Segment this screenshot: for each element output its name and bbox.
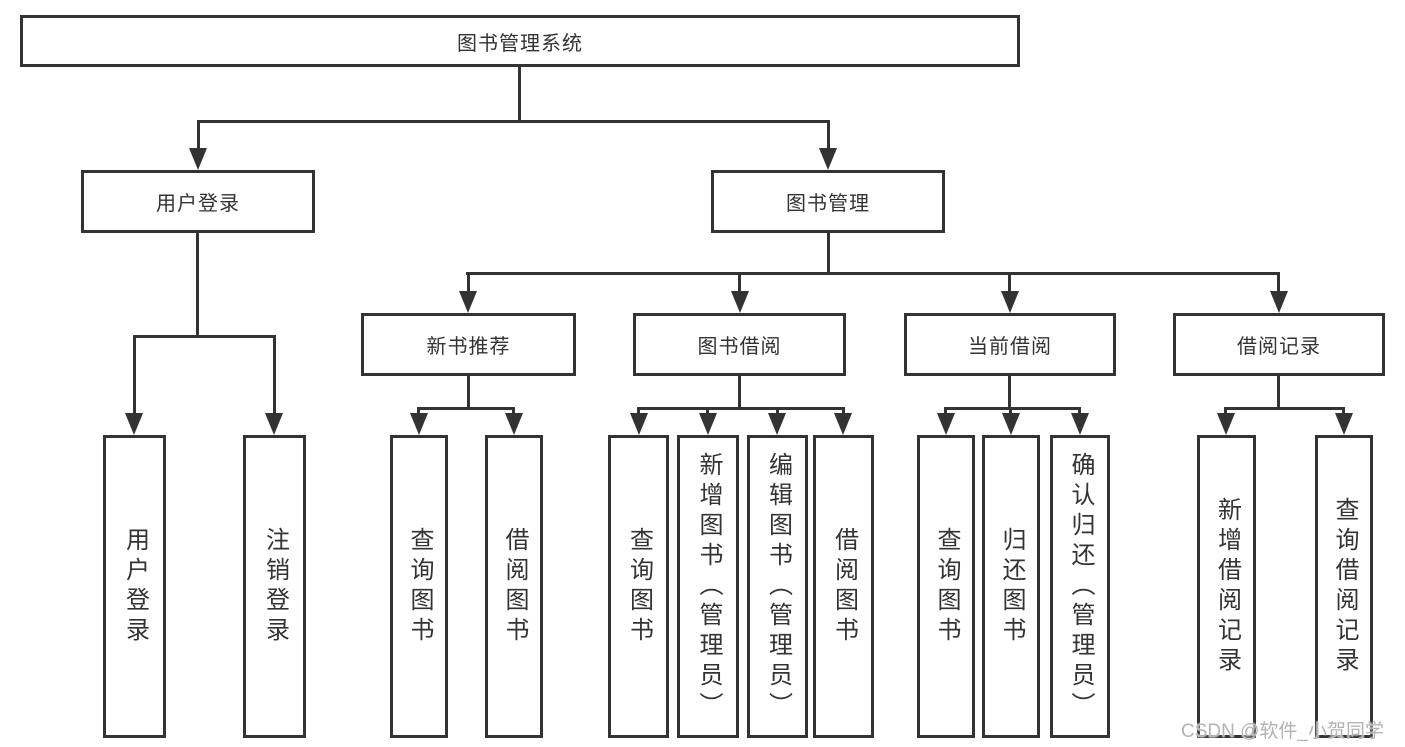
leaf-label: 查询借阅记录	[1331, 496, 1358, 677]
leaf-label: 查询图书	[625, 526, 653, 647]
leaf-add-books-admin: 新增图书（管理员）	[677, 435, 739, 738]
connector-line	[944, 407, 947, 416]
connector-line	[133, 335, 136, 415]
connector-line	[944, 407, 1080, 410]
node-library-system: 图书管理系统	[20, 15, 1020, 67]
connector-line	[637, 407, 640, 416]
arrowhead-icon	[265, 413, 283, 435]
connector-line	[1224, 407, 1227, 416]
node-label: 图书借阅	[697, 336, 782, 358]
connector-line	[1008, 272, 1011, 292]
leaf-query-books-1: 查询图书	[390, 435, 448, 738]
leaf-query-books-3: 查询图书	[917, 435, 975, 738]
node-book-management: 图书管理	[711, 170, 945, 233]
connector-line	[1009, 407, 1012, 416]
csdn-watermark: CSDN @软件_小贺同学	[1181, 721, 1384, 742]
leaf-borrow-books-1: 借阅图书	[485, 435, 543, 738]
leaf-label: 确认归还（管理员）	[1067, 451, 1094, 722]
leaf-query-borrow-record: 查询借阅记录	[1315, 435, 1373, 738]
connector-line	[637, 407, 845, 410]
connector-line	[197, 120, 830, 123]
arrowhead-icon	[630, 413, 648, 435]
connector-line	[776, 407, 779, 416]
leaf-return-books: 归还图书	[982, 435, 1040, 738]
connector-line	[738, 272, 741, 292]
connector-line	[1277, 376, 1280, 409]
arrowhead-icon	[819, 148, 837, 170]
leaf-edit-books-admin: 编辑图书（管理员）	[747, 435, 808, 738]
connector-line	[706, 407, 709, 416]
leaf-label: 查询图书	[406, 526, 433, 647]
connector-line	[133, 335, 276, 338]
connector-line	[1078, 407, 1081, 416]
arrowhead-icon	[1002, 413, 1020, 435]
arrowhead-icon	[1217, 413, 1235, 435]
arrowhead-icon	[505, 413, 523, 435]
arrowhead-icon	[410, 413, 428, 435]
arrowhead-icon	[699, 413, 717, 435]
connector-line	[467, 272, 470, 292]
node-label: 用户登录	[156, 193, 240, 215]
leaf-label: 归还图书	[998, 526, 1025, 647]
connector-line	[842, 407, 845, 416]
arrowhead-icon	[834, 413, 852, 435]
connector-line	[512, 407, 515, 416]
connector-line	[417, 407, 515, 410]
leaf-label: 借阅图书	[501, 526, 528, 647]
leaf-borrow-books-2: 借阅图书	[813, 435, 874, 738]
connector-line	[518, 66, 521, 122]
connector-line	[738, 376, 741, 409]
connector-line	[827, 232, 830, 274]
arrowhead-icon	[768, 413, 786, 435]
leaf-logout: 注销登录	[243, 435, 306, 738]
node-label: 图书管理	[786, 193, 870, 215]
connector-line	[466, 272, 1280, 275]
leaf-label: 新增借阅记录	[1213, 496, 1241, 677]
leaf-query-books-2: 查询图书	[608, 435, 669, 738]
node-user-login: 用户登录	[81, 170, 315, 233]
arrowhead-icon	[1071, 413, 1089, 435]
arrowhead-icon	[1001, 291, 1019, 313]
leaf-confirm-return-admin: 确认归还（管理员）	[1050, 435, 1110, 738]
arrowhead-icon	[1335, 413, 1353, 435]
node-new-book-recommend: 新书推荐	[361, 313, 576, 376]
leaf-label: 用户登录	[121, 526, 149, 647]
node-book-borrowing: 图书借阅	[633, 313, 846, 376]
node-borrowing-records: 借阅记录	[1173, 313, 1385, 376]
leaf-label: 查询图书	[933, 526, 960, 647]
connector-line	[417, 407, 420, 416]
connector-line	[273, 335, 276, 415]
connector-line	[827, 120, 830, 150]
connector-line	[467, 376, 470, 409]
connector-line	[1224, 407, 1345, 410]
arrowhead-icon	[937, 413, 955, 435]
arrowhead-icon	[189, 148, 207, 170]
node-label: 图书管理系统	[457, 32, 583, 55]
connector-line	[1342, 407, 1345, 416]
arrowhead-icon	[1270, 291, 1288, 313]
node-current-borrowing: 当前借阅	[904, 313, 1116, 376]
node-label: 新书推荐	[426, 336, 511, 358]
connector-line	[1008, 376, 1011, 409]
arrowhead-icon	[459, 291, 477, 313]
leaf-label: 注销登录	[261, 526, 289, 647]
leaf-label: 借阅图书	[830, 526, 858, 647]
leaf-add-borrow-record: 新增借阅记录	[1197, 435, 1256, 738]
leaf-label: 编辑图书（管理员）	[764, 451, 792, 722]
arrowhead-icon	[125, 413, 143, 435]
connector-line	[197, 120, 200, 150]
leaf-label: 新增图书（管理员）	[695, 451, 722, 722]
connector-line	[1277, 272, 1280, 292]
node-label: 当前借阅	[968, 336, 1052, 358]
node-label: 借阅记录	[1237, 336, 1321, 358]
leaf-user-login: 用户登录	[103, 435, 166, 738]
connector-line	[196, 232, 199, 337]
arrowhead-icon	[731, 291, 749, 313]
